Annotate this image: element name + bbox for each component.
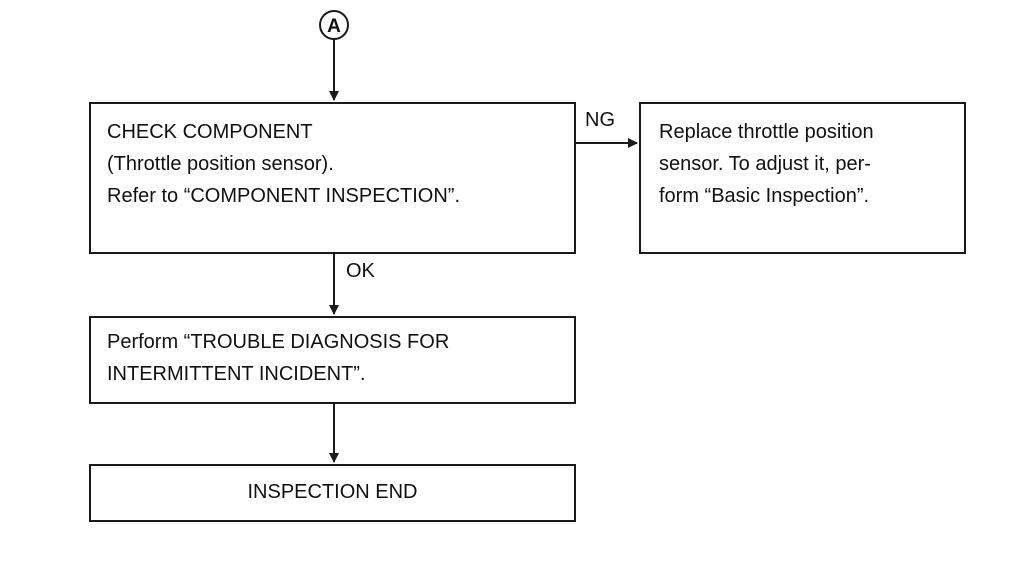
inspection-end-box: INSPECTION END — [89, 464, 576, 522]
connector-circle-a: A — [319, 10, 349, 40]
check-component-box: CHECK COMPONENT (Throttle position senso… — [89, 102, 576, 254]
replace-sensor-line: form “Basic Inspection”. — [659, 185, 870, 207]
check-component-line: CHECK COMPONENT — [107, 121, 313, 143]
perform-diagnosis-line: Perform “TROUBLE DIAGNOSIS FOR — [107, 331, 450, 353]
ng-edge-label: NG — [585, 109, 615, 131]
inspection-end-label: INSPECTION END — [247, 481, 418, 503]
check-component-line: Refer to “COMPONENT INSPECTION”. — [107, 185, 461, 207]
perform-diagnosis-box: Perform “TROUBLE DIAGNOSIS FOR INTERMITT… — [89, 316, 576, 404]
ok-edge-label: OK — [346, 260, 375, 282]
replace-sensor-line: Replace throttle position — [659, 121, 874, 143]
replace-sensor-box: Replace throttle position sensor. To adj… — [639, 102, 966, 254]
replace-sensor-line: sensor. To adjust it, per- — [659, 153, 871, 175]
connector-label: A — [327, 16, 341, 37]
check-component-line: (Throttle position sensor). — [107, 153, 334, 175]
perform-diagnosis-line: INTERMITTENT INCIDENT”. — [107, 363, 366, 385]
